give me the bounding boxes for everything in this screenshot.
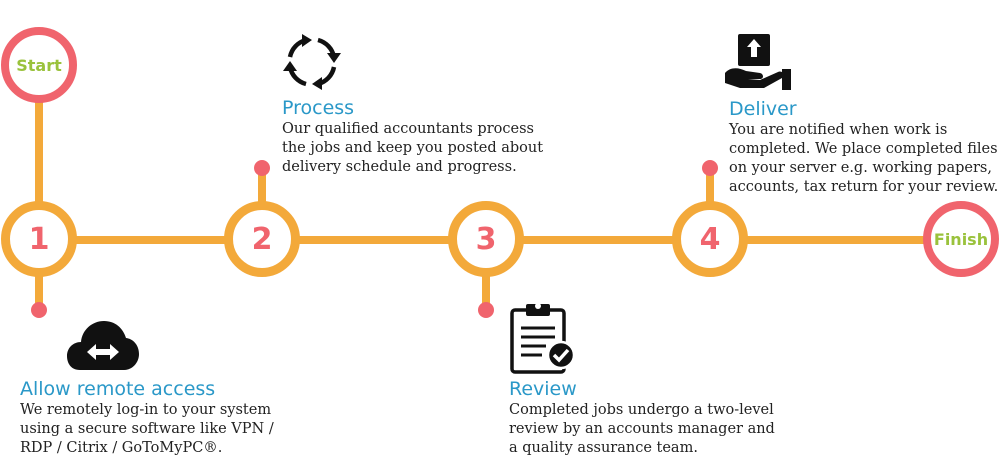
step-2-circle: 2 xyxy=(224,201,300,277)
cloud-transfer-icon xyxy=(67,321,139,370)
connector-4 xyxy=(706,168,714,206)
step-1-title: Allow remote access xyxy=(20,378,216,400)
step-2-title: Process xyxy=(282,97,355,119)
start-node: Start xyxy=(1,27,77,103)
connector-2 xyxy=(258,168,266,206)
step-4-circle: 4 xyxy=(672,201,748,277)
step-3-title: Review xyxy=(509,378,577,400)
connector-1 xyxy=(35,270,43,308)
step-4-title: Deliver xyxy=(729,98,797,120)
finish-label: Finish xyxy=(933,229,989,249)
start-label: Start xyxy=(16,55,62,75)
step-2-description: Our qualified accountants process the jo… xyxy=(282,121,544,175)
connector-dot-2 xyxy=(254,160,270,176)
finish-node: Finish xyxy=(923,201,999,277)
step-1-number: 1 xyxy=(28,221,50,257)
connector-dot-3 xyxy=(478,302,494,318)
step-1-circle: 1 xyxy=(1,201,77,277)
refresh-cycle-icon xyxy=(283,34,341,90)
step-3-number: 3 xyxy=(475,221,497,257)
step-2-number: 2 xyxy=(251,221,273,257)
connector-3 xyxy=(482,270,490,308)
hand-box-delivery-icon xyxy=(725,34,791,90)
start-connector xyxy=(35,96,43,206)
connector-dot-1 xyxy=(31,302,47,318)
clipboard-check-icon xyxy=(510,303,576,374)
step-4-description: You are notified when work is completed.… xyxy=(729,122,999,195)
step-3-description: Completed jobs undergo a two-level revie… xyxy=(509,402,775,456)
step-4-number: 4 xyxy=(699,221,721,257)
step-1-description: We remotely log-in to your system using … xyxy=(20,402,274,456)
connector-dot-4 xyxy=(702,160,718,176)
step-3-circle: 3 xyxy=(448,201,524,277)
